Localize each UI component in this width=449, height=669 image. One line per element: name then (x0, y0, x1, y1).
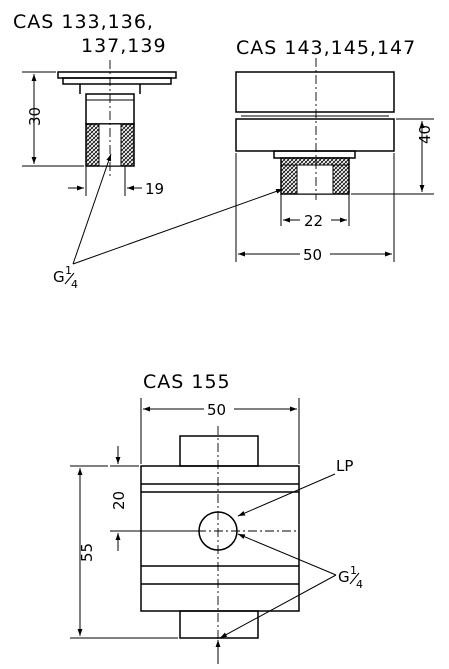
dim-20: 20 (110, 491, 128, 510)
title-cas-143: CAS 143,145,147 (236, 37, 416, 59)
dim-50-bottom: 50 (207, 401, 226, 419)
thread-label-bottom-num: 1 (350, 564, 357, 577)
dim-55: 55 (78, 543, 96, 562)
part-cas-133: CAS 133,136, 137,139 30 19 (13, 11, 177, 198)
dim-50-top: 50 (303, 246, 322, 264)
part-cas-155: CAS 155 50 20 55 LP (70, 371, 363, 664)
title-cas-155: CAS 155 (143, 371, 231, 393)
title-cas-133-line1: CAS 133,136, (13, 11, 154, 33)
thread-label-top-den: 4 (71, 278, 78, 291)
dim-22: 22 (304, 212, 323, 230)
label-lp: LP (336, 457, 353, 475)
dim-40: 40 (416, 125, 434, 144)
thread-label-bottom-g: G (338, 568, 350, 586)
dim-19: 19 (145, 180, 164, 198)
part-cas-143: CAS 143,145,147 40 22 50 (235, 37, 434, 264)
title-cas-133-line2: 137,139 (81, 35, 167, 57)
thread-label-top-g: G (53, 268, 65, 286)
thread-label-top-num: 1 (65, 264, 72, 277)
dim-30: 30 (26, 107, 44, 126)
thread-callout-top: G 1 4 (53, 153, 284, 291)
thread-label-bottom-den: 4 (356, 578, 363, 591)
